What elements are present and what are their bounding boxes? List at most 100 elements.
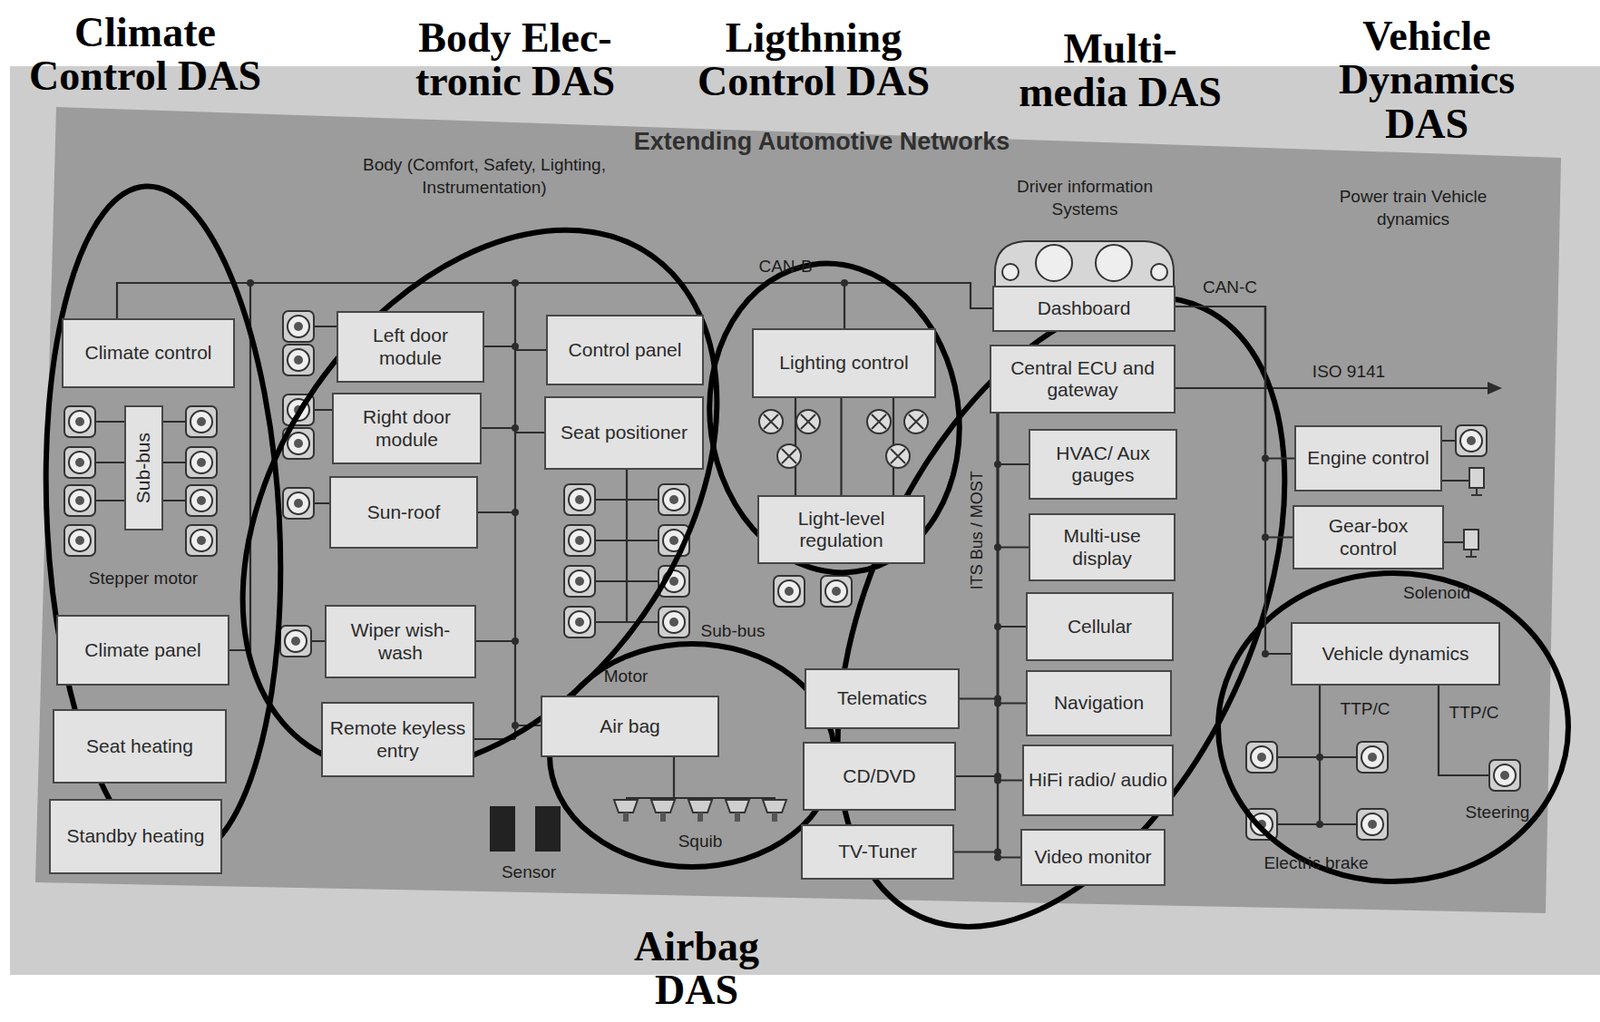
- component-box: Vehicle dynamics: [1290, 622, 1501, 686]
- component-box: Video monitor: [1020, 829, 1166, 887]
- lamp-wire: [795, 398, 894, 496]
- bus-connector: [1175, 306, 1295, 459]
- box-text: Light-level regulation: [762, 507, 920, 552]
- component-box: Central ECU and gateway: [989, 344, 1176, 414]
- lamp-icon: [867, 409, 891, 434]
- box-text: Control panel: [568, 339, 683, 361]
- diagram-title: Extending Automotive Networks: [531, 126, 1113, 157]
- junction-dot: [994, 848, 1002, 857]
- motor-icon: [282, 487, 314, 519]
- sub-bus-wire: [595, 469, 659, 623]
- junction-dot: [511, 721, 519, 730]
- box-text: Wiper wish-wash: [330, 619, 471, 664]
- box-text: Standby heating: [67, 825, 205, 848]
- part-label: Solenoid: [1395, 582, 1478, 605]
- box-text: Vehicle dynamics: [1321, 643, 1469, 665]
- component-box: Sub-bus: [124, 405, 164, 531]
- bus-connector: [956, 413, 998, 777]
- component-box: Control panel: [546, 314, 704, 386]
- junction-dots: [246, 279, 1324, 829]
- bus-connector: [1175, 306, 1291, 654]
- das-label: Climate Control DAS: [16, 10, 275, 99]
- squib-icon: [762, 800, 787, 822]
- box-text: Sub-bus: [132, 432, 155, 504]
- bus-connector: [959, 413, 998, 700]
- motor-icon: [280, 625, 312, 657]
- box-text: Sun-roof: [367, 501, 441, 524]
- junction-dot: [246, 279, 254, 287]
- junction-dot: [511, 279, 519, 287]
- junction-dot: [511, 342, 519, 351]
- lamp-icon: [777, 444, 801, 469]
- part-label: Squib: [668, 830, 732, 854]
- motor-icon: [64, 447, 96, 479]
- solenoid-icon: [1463, 529, 1479, 557]
- motor-icon: [773, 575, 805, 607]
- component-box: Multi-use display: [1028, 513, 1176, 582]
- component-box: Climate panel: [56, 614, 230, 686]
- motor-icon: [1455, 425, 1487, 457]
- sensor-icon: [489, 806, 516, 852]
- component-box: Climate control: [61, 318, 235, 389]
- slide-panel: [35, 107, 1561, 914]
- component-box: Dashboard: [992, 285, 1176, 332]
- box-text: Dashboard: [1037, 297, 1132, 320]
- wire: [472, 346, 547, 740]
- part-label: Steering: [1456, 801, 1539, 825]
- box-text: Seat heating: [86, 735, 194, 758]
- box-text: Cellular: [1067, 615, 1132, 638]
- box-text: Telematics: [837, 687, 927, 710]
- component-box: CD/DVD: [802, 741, 957, 811]
- wire: [843, 282, 846, 329]
- component-box: Light-level regulation: [757, 495, 926, 565]
- part-label: CAN-B: [744, 255, 827, 279]
- junction-dot: [511, 637, 519, 645]
- squib-icon: [614, 800, 638, 822]
- part-label: Stepper motor: [70, 567, 216, 591]
- junction-dot: [1261, 650, 1269, 658]
- box-text: Central ECU and gateway: [995, 357, 1171, 401]
- das-label: Ligthning Control DAS: [677, 16, 950, 105]
- component-box: HiFi radio/ audio: [1022, 744, 1174, 817]
- bus-connector: [997, 413, 1023, 781]
- component-box: Telematics: [804, 668, 960, 730]
- box-text: Left door module: [341, 324, 479, 369]
- box-text: Multi-use display: [1034, 525, 1171, 569]
- part-label: ISO 9141: [1303, 360, 1395, 384]
- component-box: Engine control: [1294, 425, 1443, 492]
- component-box: Standby heating: [48, 799, 223, 875]
- bus-connector: [954, 413, 998, 853]
- component-box: Remote keyless entry: [321, 702, 475, 778]
- component-box: Sun-roof: [329, 476, 479, 549]
- arrow-head: [1487, 381, 1503, 395]
- das-label: Airbag DAS: [619, 925, 774, 1014]
- lamp-icon: [904, 409, 928, 434]
- component-box: HVAC/ Aux gauges: [1028, 429, 1178, 500]
- lamp-icon: [796, 409, 820, 434]
- photo-ground: [9, 66, 1600, 976]
- part-label: ITS Bus / MOST: [966, 439, 988, 622]
- motor-icon: [658, 484, 690, 516]
- bus-connector: [997, 413, 1026, 627]
- part-label: Power train Vehicle dynamics: [1336, 185, 1491, 231]
- junction-dot: [1316, 820, 1324, 829]
- part-label: Electric brake: [1252, 852, 1380, 876]
- motor-icon: [282, 311, 314, 342]
- das-label: Body Elec- tronic DAS: [397, 16, 634, 105]
- motor-icon: [185, 485, 217, 517]
- motor-icon: [64, 525, 96, 557]
- bus-connector: [997, 413, 1026, 704]
- motor-icon: [1246, 741, 1278, 773]
- gauge: [1151, 263, 1168, 281]
- junction-dot: [511, 508, 519, 517]
- component-box: Seat positioner: [544, 396, 704, 470]
- squib-icon: [725, 800, 750, 822]
- das-ellipse: [29, 180, 298, 867]
- component-box: Lighting control: [751, 328, 937, 399]
- part-label: Body (Comfort, Safety, Lighting, Instrum…: [357, 154, 612, 199]
- gauge: [1095, 244, 1132, 282]
- bus-connector: [997, 413, 1021, 859]
